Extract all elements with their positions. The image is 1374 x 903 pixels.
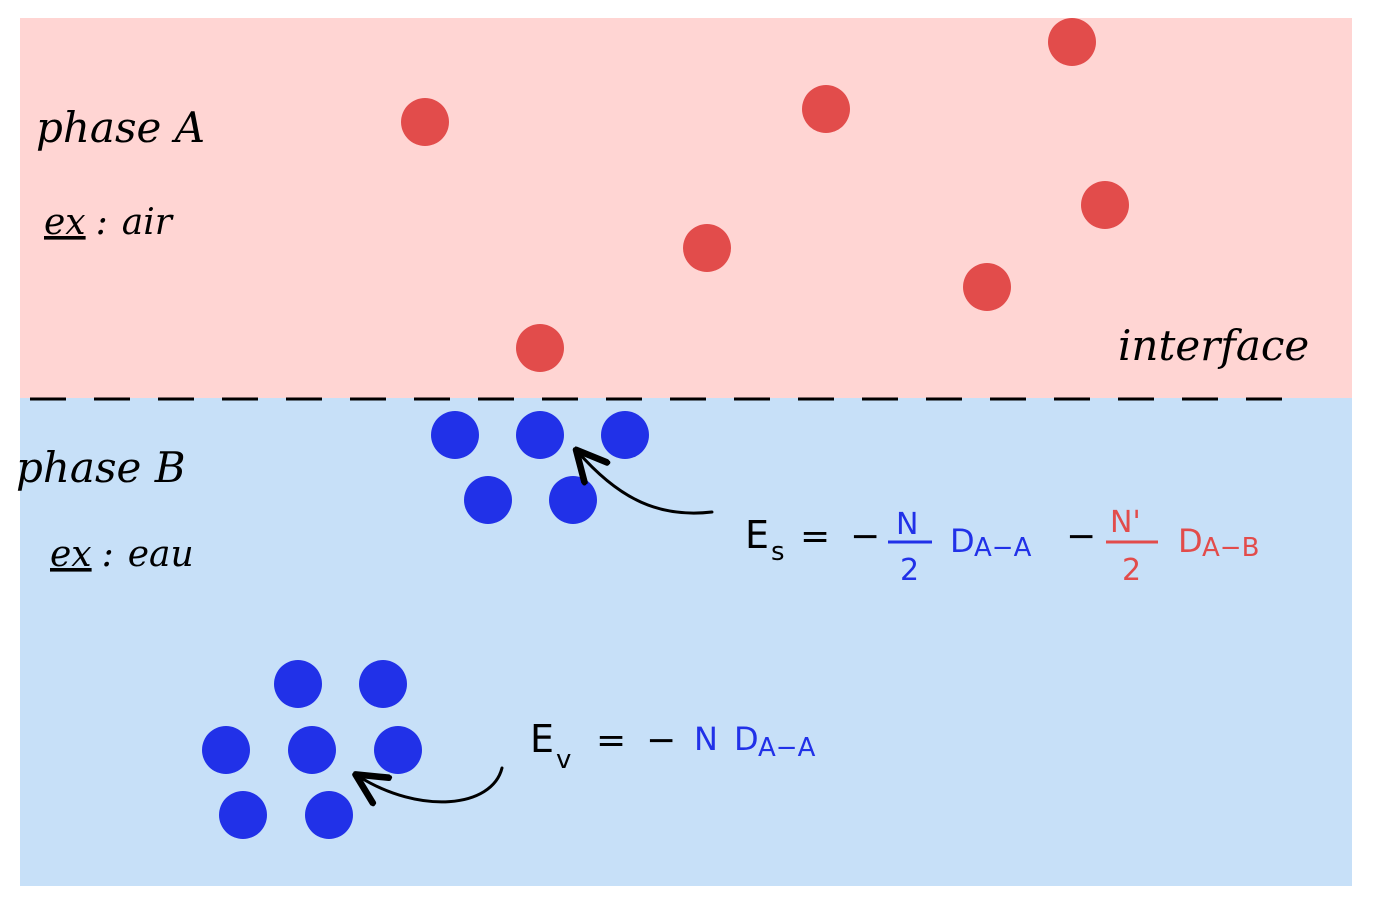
phase-a-region: [20, 18, 1352, 398]
molecule-a: [1081, 181, 1129, 229]
es-frac2-den: 2: [1122, 553, 1141, 588]
es-minus-2: −: [1066, 516, 1096, 557]
ev-term: D: [734, 720, 759, 758]
molecule-b: [274, 660, 322, 708]
molecule-b: [359, 660, 407, 708]
molecule-b: [219, 791, 267, 839]
es-term2-sub: A−B: [1202, 533, 1259, 563]
bulk-cluster: [202, 660, 422, 839]
ev-lhs-sub: v: [556, 745, 571, 775]
es-lhs-sub: s: [771, 537, 785, 567]
es-frac1-den: 2: [900, 553, 919, 588]
ev-term-sub: A−A: [758, 733, 816, 763]
example-value: eau: [128, 534, 194, 575]
molecule-b: [374, 726, 422, 774]
molecule-b: [549, 476, 597, 524]
example-prefix: ex: [50, 534, 92, 575]
surface-energy-equation: E s = − N 2 D A−A − N' 2 D A−B: [745, 505, 1259, 588]
phase-b-example: ex:eau: [50, 534, 194, 575]
es-lhs: E: [745, 513, 769, 557]
surface-cluster: [431, 411, 649, 524]
ev-lhs: E: [530, 717, 554, 761]
es-term1-sub: A−A: [974, 533, 1032, 563]
molecule-a: [802, 85, 850, 133]
phase-a-molecules: [401, 18, 1129, 372]
surface-arrow: [578, 452, 714, 515]
es-term1: D: [950, 522, 975, 560]
example-prefix: ex: [44, 202, 86, 243]
molecule-a: [1048, 18, 1096, 66]
es-equals: =: [800, 516, 830, 557]
phase-a-example: ex:air: [44, 202, 174, 243]
molecule-b: [516, 411, 564, 459]
molecule-b: [464, 476, 512, 524]
es-frac1-num: N: [896, 507, 918, 542]
ev-minus: −: [646, 720, 676, 761]
es-minus-1: −: [850, 516, 880, 557]
phase-a-label: phase A: [36, 103, 205, 152]
molecule-a: [963, 263, 1011, 311]
ev-equals: =: [596, 720, 626, 761]
es-term2: D: [1178, 522, 1203, 560]
molecule-b: [288, 726, 336, 774]
example-value: air: [122, 202, 174, 243]
molecule-b: [431, 411, 479, 459]
bulk-arrow: [358, 766, 504, 802]
molecule-b: [202, 726, 250, 774]
interface-label: interface: [1118, 321, 1309, 370]
molecule-a: [683, 224, 731, 272]
ev-coef: N: [694, 720, 718, 758]
es-frac2-num: N': [1110, 505, 1141, 540]
molecule-a: [401, 98, 449, 146]
molecule-a: [516, 324, 564, 372]
molecule-b: [305, 791, 353, 839]
phase-b-label: phase B: [16, 443, 186, 492]
molecule-b: [601, 411, 649, 459]
volume-energy-equation: E v = − N D A−A: [530, 717, 816, 775]
